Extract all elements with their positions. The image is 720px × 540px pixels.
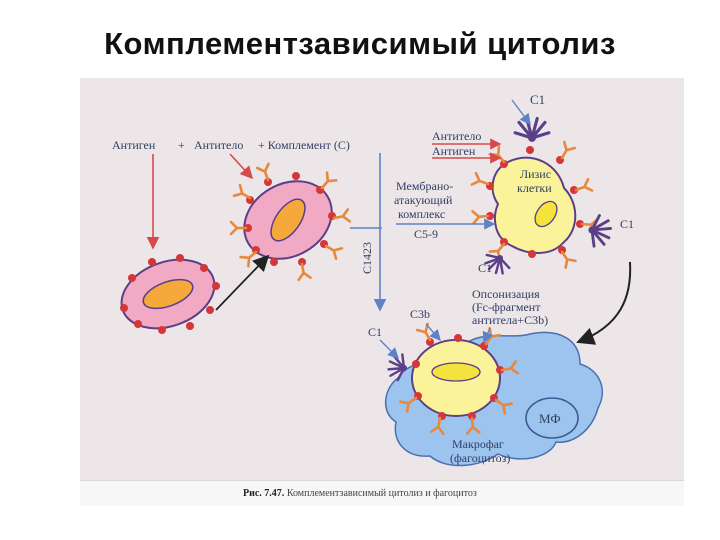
label-ops-3: антитела+C3b) [472,313,548,327]
label-mac-2: атакующий [394,193,453,207]
label-complement: + Комплемент (С) [258,138,350,152]
label-mac-1: Мембрано- [396,179,453,193]
label-plus: + [178,138,185,152]
label-mac-3: комплекс [398,207,445,221]
slide-title: Комплементзависимый цитолиз [104,26,616,61]
label-c3b: C3b [410,307,430,321]
label-antigen-right: Антиген [432,144,476,158]
diagram-figure: Антиген + Антитело + Комплемент (С) C142… [80,78,684,506]
label-lysis-1: Лизис [520,167,551,181]
caption-text: Комплементзависимый цитолиз и фагоцитоз [286,488,477,499]
arrow-c3b [425,323,441,342]
arrow-c1-left [379,339,399,359]
label-c1-left: C1 [368,325,382,339]
label-c1423: C1423 [360,242,374,274]
arrow-antibody-down [229,153,254,180]
label-c1-top: C1 [530,92,545,107]
figure-caption: Рис. 7.47. Комплементзависимый цитолиз и… [80,480,684,506]
arrow-binding [215,254,270,311]
label-lysis-2: клетки [517,181,552,195]
arrow-c1-top [511,99,531,126]
label-macro-1: Макрофаг [452,437,504,451]
arrow-to-phagocytosis [576,261,632,345]
opsonized-cell [385,322,520,436]
label-c1-right: C1 [620,217,634,231]
label-macro-2: (фагоцитоз) [450,451,510,465]
arrow-opsonization [482,327,494,344]
label-mf: МФ [539,411,561,426]
caption-number: Рис. 7.47. [243,488,285,499]
label-antibody: Антитело [194,138,243,152]
label-ops-1: Опсонизация [472,287,540,301]
label-antibody-right: Антитело [432,129,481,143]
diagram-canvas: Антиген + Антитело + Комплемент (С) C142… [112,92,634,467]
label-ops-2: (Fc-фрагмент [472,300,541,314]
label-antigen: Антиген [112,138,156,152]
antibody-coated-cell [229,162,352,282]
target-cell-free [120,254,220,334]
label-mac-4: C5-9 [414,227,438,241]
label-c1-lower: C1 [478,261,492,275]
lysed-cell [470,116,614,279]
